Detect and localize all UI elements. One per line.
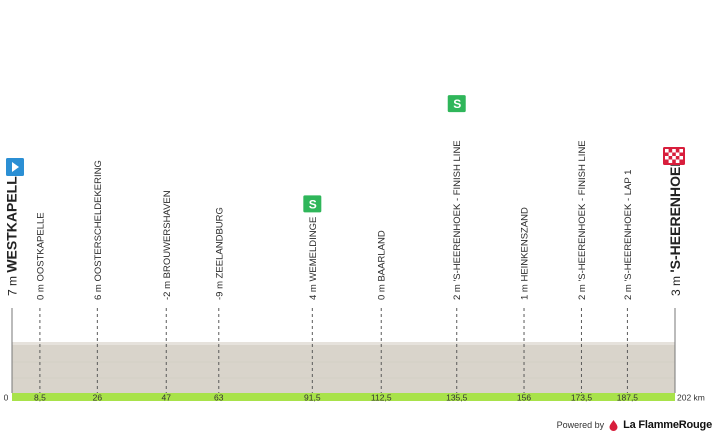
km-label: 8,5 bbox=[34, 393, 46, 403]
sprint-icon-bg bbox=[447, 95, 466, 113]
flame-icon bbox=[609, 419, 618, 431]
credit-brand: La FlammeRouge bbox=[623, 419, 712, 431]
km-label: 47 bbox=[162, 393, 172, 403]
sprint-icon-letter: S bbox=[309, 197, 317, 211]
finish-flag-check bbox=[668, 159, 673, 163]
waypoint-label: 0 m BAARLAND bbox=[377, 230, 388, 300]
waypoint-label: -9 m ZEELANDBURG bbox=[214, 207, 225, 300]
waypoint-label: 1 m HEINKENSZAND bbox=[520, 207, 531, 300]
start-label: 7 m WESTKAPELLE bbox=[4, 167, 20, 296]
finish-flag-check bbox=[675, 159, 680, 163]
waypoint-label: 2 m 'S-HEERENHOEK - FINISH LINE bbox=[452, 140, 463, 300]
sprint-icon: S bbox=[447, 95, 466, 113]
finish-flag-check bbox=[675, 152, 680, 156]
start-flag-arrow bbox=[12, 162, 19, 172]
waypoint-label: 6 m OOSTERSCHELDEKERING bbox=[93, 160, 104, 300]
km-label: 173,5 bbox=[571, 393, 593, 403]
profile-area bbox=[12, 342, 675, 393]
start-flag-icon bbox=[6, 158, 24, 176]
finish-flag-check bbox=[665, 156, 669, 160]
finish-flag-check bbox=[668, 152, 673, 156]
sprint-icon-letter: S bbox=[453, 97, 461, 111]
finish-flag-check bbox=[672, 149, 676, 153]
waypoint-label: 0 m OOSTKAPELLE bbox=[35, 212, 46, 300]
waypoint-label: 2 m 'S-HEERENHOEK - FINISH LINE bbox=[577, 140, 588, 300]
km-label: 112,5 bbox=[371, 393, 392, 403]
finish-label: 3 m 'S-HEERENHOEK bbox=[667, 157, 683, 296]
road-bar bbox=[12, 393, 675, 401]
km-label: 187,5 bbox=[617, 393, 639, 403]
km-end-label: 202 km bbox=[677, 393, 705, 403]
finish-flag-check bbox=[665, 149, 669, 153]
km-label: 135,5 bbox=[446, 393, 468, 403]
sprint-icon: S bbox=[303, 195, 322, 213]
finish-flag-check bbox=[672, 156, 676, 160]
credit-powered-by: Powered by bbox=[556, 420, 605, 430]
profile-top-edge bbox=[12, 342, 675, 345]
finish-flag-icon bbox=[663, 147, 685, 165]
km-label: 156 bbox=[517, 393, 531, 403]
waypoint-label: 2 m 'S-HEERENHOEK - LAP 1 bbox=[623, 170, 634, 300]
km-label: 63 bbox=[214, 393, 224, 403]
finish-flag-check bbox=[679, 156, 683, 160]
km-start-label: 0 bbox=[4, 393, 9, 403]
finish-flag-check bbox=[679, 149, 683, 153]
waypoint-label: 4 m WEMELDINGE bbox=[308, 217, 319, 300]
km-label: 91,5 bbox=[304, 393, 321, 403]
waypoint-label: -2 m BROUWERSHAVEN bbox=[162, 190, 173, 300]
km-label: 26 bbox=[93, 393, 103, 403]
sprint-icon-bg bbox=[303, 195, 322, 213]
credit: Powered by La FlammeRouge bbox=[556, 416, 713, 434]
